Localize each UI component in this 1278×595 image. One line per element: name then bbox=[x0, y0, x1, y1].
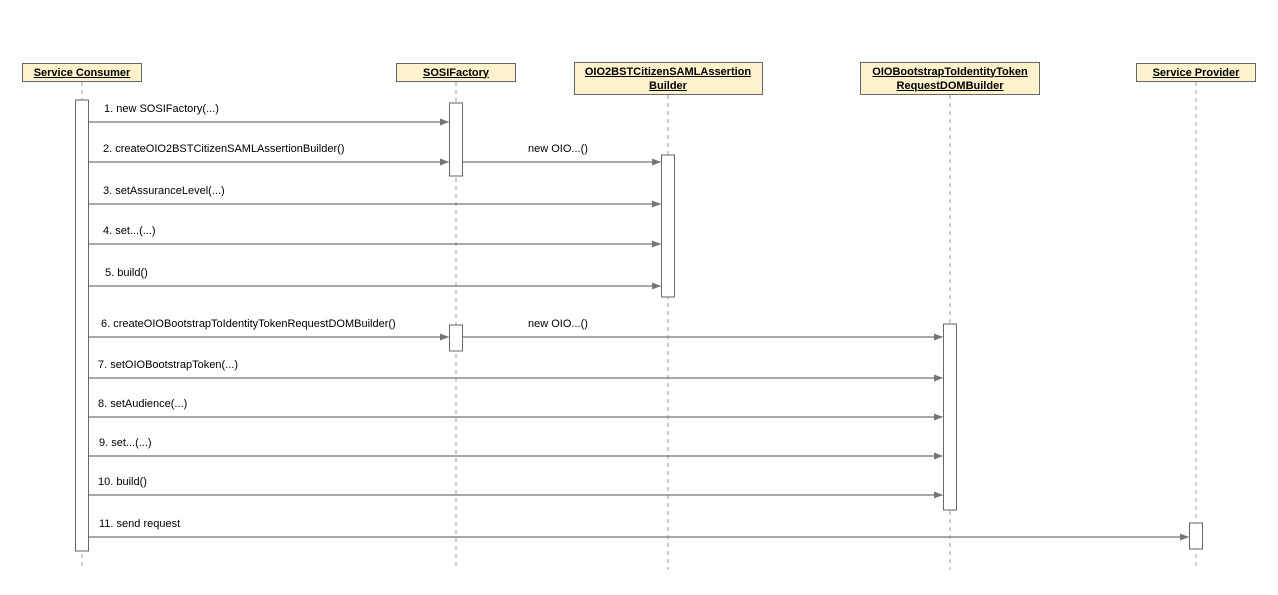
activation-bar-sc-0 bbox=[75, 99, 89, 552]
actor-label: OIO2BSTCitizenSAMLAssertion bbox=[584, 65, 752, 78]
actor-label: SOSIFactory bbox=[422, 66, 490, 79]
arrows-group bbox=[88, 118, 1189, 541]
message-label-2: 2. createOIO2BSTCitizenSAMLAssertionBuil… bbox=[103, 143, 345, 155]
actor-label: OIOBootstrapToIdentityToken bbox=[872, 65, 1028, 78]
actor-box-sp: Service Provider bbox=[1136, 63, 1256, 82]
message-label-7: 6. createOIOBootstrapToIdentityTokenRequ… bbox=[101, 318, 396, 330]
message-label-8: new OIO...() bbox=[528, 318, 588, 330]
message-label-4: 3. setAssuranceLevel(...) bbox=[103, 185, 225, 197]
message-label-10: 8. setAudience(...) bbox=[98, 398, 188, 410]
actor-label: RequestDOMBuilder bbox=[896, 79, 1004, 92]
message-label-11: 9. set...(...) bbox=[99, 437, 152, 449]
message-label-9: 7. setOIOBootstrapToken(...) bbox=[98, 359, 239, 371]
actor-box-sc: Service Consumer bbox=[22, 63, 142, 82]
activation-bar-assertion-3 bbox=[661, 154, 675, 298]
message-label-13: 11. send request bbox=[99, 518, 181, 530]
message-label-1: 1. new SOSIFactory(...) bbox=[104, 103, 219, 115]
activations-group bbox=[75, 99, 1203, 552]
actor-box-factory: SOSIFactory bbox=[396, 63, 516, 82]
message-label-6: 5. build() bbox=[105, 267, 148, 279]
actor-label: Service Consumer bbox=[33, 66, 131, 79]
actor-label: Builder bbox=[649, 79, 687, 92]
actor-label: Service Provider bbox=[1152, 66, 1240, 79]
message-label-5: 4. set...(...) bbox=[103, 225, 156, 237]
activation-bar-factory-1 bbox=[449, 102, 463, 177]
activation-bar-factory-2 bbox=[449, 324, 463, 352]
message-label-12: 10. build() bbox=[98, 476, 147, 488]
activation-bar-dom-4 bbox=[943, 323, 957, 511]
message-label-3: new OIO...() bbox=[528, 143, 588, 155]
activation-bar-sp-5 bbox=[1189, 522, 1203, 550]
